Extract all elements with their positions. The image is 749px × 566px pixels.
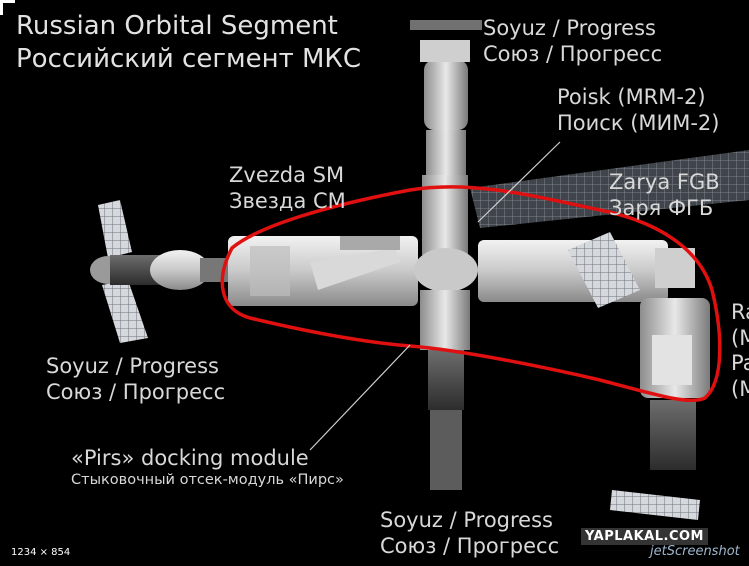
highlight-outline (220, 185, 722, 403)
soyuz-left-solar-panels (98, 200, 148, 343)
title-line-en: Russian Orbital Segment (16, 11, 338, 41)
label-soyuz-left-en: Soyuz / Progress (46, 354, 219, 378)
label-soyuz-left-ru: Союз / Прогресс (46, 379, 226, 404)
zarya-solar-array-top (470, 150, 749, 228)
label-rassvet-l4: (M (731, 376, 749, 401)
label-soyuz-top: Soyuz / Progress Союз / Прогресс (483, 16, 662, 67)
label-poisk-en: Poisk (MRM-2) (557, 85, 706, 109)
label-pirs-en: «Pirs» docking module (71, 446, 309, 470)
label-zvezda: Zvezda SM Звезда СМ (229, 163, 346, 214)
label-zarya: Zarya FGB Заря ФГБ (609, 170, 720, 221)
pirs-leader-line (309, 344, 411, 451)
label-soyuz-top-en: Soyuz / Progress (483, 16, 656, 40)
title-line-ru: Российский сегмент МКС (16, 43, 362, 74)
watermark-yaplakal: YAPLAKAL.COM (581, 528, 708, 545)
label-pirs: «Pirs» docking module Стыковочный отсек-… (71, 446, 344, 489)
label-zarya-en: Zarya FGB (609, 170, 720, 194)
zvezda-module (228, 236, 418, 306)
label-rassvet-l3: Pa (731, 351, 749, 376)
label-zvezda-en: Zvezda SM (229, 163, 345, 187)
watermark-jetscreenshot: jetScreenshot (650, 544, 740, 559)
label-pirs-ru: Стыковочный отсек-модуль «Пирс» (71, 471, 344, 488)
page-title: Russian Orbital Segment Российский сегме… (16, 10, 361, 75)
label-rassvet-partial: Ra (M Pa (M (731, 300, 749, 402)
label-soyuz-bottom: Soyuz / Progress Союз / Прогресс (380, 508, 559, 559)
soyuz-bottom-right-solar (610, 490, 700, 520)
corner-marker (0, 0, 15, 15)
label-poisk-ru: Поиск (МИМ-2) (557, 110, 720, 135)
label-rassvet-l2: (M (731, 325, 749, 350)
vertical-stack (410, 20, 482, 490)
soyuz-left-spacecraft (90, 250, 228, 290)
label-zvezda-ru: Звезда СМ (229, 188, 346, 213)
zarya-module (478, 232, 695, 308)
poisk-leader-line (477, 141, 561, 223)
label-soyuz-bottom-en: Soyuz / Progress (380, 508, 553, 532)
label-zarya-ru: Заря ФГБ (609, 195, 714, 220)
label-soyuz-left: Soyuz / Progress Союз / Прогресс (46, 354, 225, 405)
label-soyuz-bottom-ru: Союз / Прогресс (380, 533, 560, 558)
rassvet-module (640, 298, 710, 470)
label-rassvet-l1: Ra (731, 300, 749, 324)
label-soyuz-top-ru: Союз / Прогресс (483, 41, 663, 66)
image-dimensions: 1234 × 854 (11, 547, 71, 558)
label-poisk: Poisk (MRM-2) Поиск (МИМ-2) (557, 85, 719, 136)
